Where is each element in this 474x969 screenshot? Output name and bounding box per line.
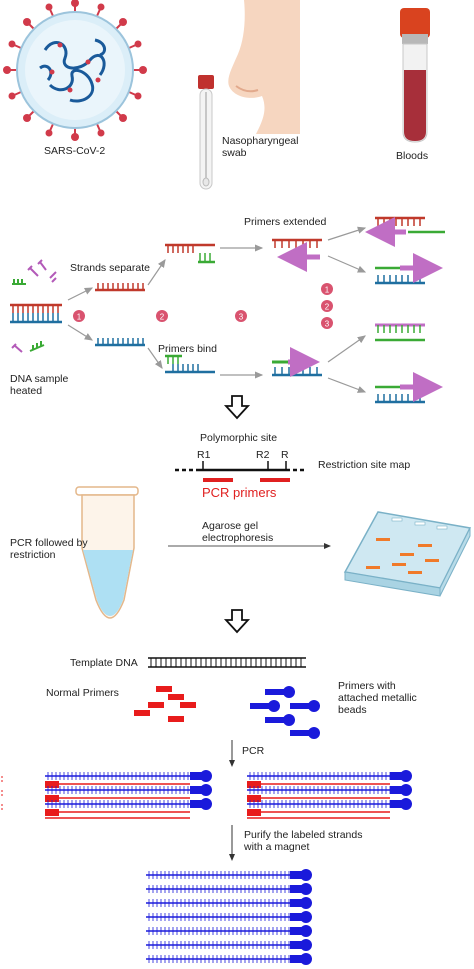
svg-text:1: 1 — [77, 313, 82, 322]
r3-label: R — [281, 449, 289, 461]
normal-primers-label: Normal Primers — [46, 687, 119, 699]
pcr-primers-label: PCR primers — [202, 485, 277, 500]
purified-labeled-strands — [146, 869, 312, 965]
purify-label-line1: Purify the labeled strands — [244, 829, 363, 841]
svg-text:2: 2 — [325, 303, 330, 312]
labeled-strand — [146, 939, 312, 951]
heated-label-line1: DNA sample — [10, 373, 69, 385]
primer-bound-red — [165, 243, 215, 264]
labeled-strand — [146, 953, 312, 965]
microcentrifuge-tube-icon — [75, 486, 139, 619]
face-profile-icon — [228, 0, 300, 134]
template-dna-ladder — [148, 657, 306, 668]
labeled-strand — [146, 897, 312, 909]
free-primers-icon — [11, 259, 57, 353]
product-3 — [375, 323, 425, 342]
svg-text:3: 3 — [239, 313, 244, 322]
strands-separate-label: Strands separate — [70, 262, 150, 274]
pcr-restriction-line1: PCR followed by — [10, 537, 88, 549]
step-circle-2: 2 — [156, 310, 168, 322]
normal-primers-icon — [134, 686, 196, 722]
bead-primers-line1: Primers with — [338, 680, 396, 692]
labeled-strand — [146, 911, 312, 923]
primer-bound-blue — [165, 354, 215, 374]
process-arrows — [67, 226, 367, 393]
primers-extended-label: Primers extended — [244, 216, 327, 228]
restriction-site-map — [175, 461, 305, 482]
product-2 — [375, 253, 443, 285]
separated-blue-strand — [95, 338, 145, 347]
virus-icon — [3, 0, 147, 141]
down-arrow-icon — [223, 395, 251, 420]
bead-primers-line2: attached metallic — [338, 692, 417, 704]
product-1 — [365, 216, 445, 247]
bead-primers-line3: beads — [338, 704, 367, 716]
gel-label-line2: electrophoresis — [202, 532, 274, 544]
svg-text:3: 3 — [325, 320, 330, 329]
pcr-restriction-line2: restriction — [10, 549, 56, 561]
pcr-product-group-1 — [45, 770, 212, 819]
labeled-strand — [146, 883, 312, 895]
extending-strand-top — [272, 238, 322, 272]
purify-label-line2: with a magnet — [244, 841, 310, 853]
extending-strand-bottom — [272, 347, 322, 377]
swab-label-line1: Nasopharyngeal — [222, 135, 299, 147]
down-arrow-icon — [223, 609, 251, 634]
swab-label-line2: swab — [222, 147, 247, 159]
bead-primers-icon — [250, 686, 320, 739]
separated-red-strand — [95, 283, 145, 292]
restriction-map-label: Restriction site map — [318, 459, 411, 471]
virus-label: SARS-CoV-2 — [44, 145, 106, 157]
r1-label: R1 — [197, 449, 211, 461]
svg-text:1: 1 — [325, 286, 330, 295]
gel-label-line1: Agarose gel — [202, 520, 259, 532]
primers-bind-label: Primers bind — [158, 343, 217, 355]
gel-tray-icon — [343, 511, 472, 597]
blood-label: Bloods — [396, 150, 429, 162]
dna-double-strand — [10, 303, 62, 324]
pcr-product-groups — [1, 770, 412, 819]
product-4 — [375, 372, 443, 404]
heated-label-line2: heated — [10, 385, 43, 397]
swab-tube-icon — [198, 75, 214, 190]
step-circle-1: 1 — [73, 310, 85, 322]
template-dna-label: Template DNA — [70, 657, 138, 669]
pcr-label: PCR — [242, 745, 265, 757]
pcr-product-group-2 — [247, 770, 412, 819]
step-circle-3: 3 — [235, 310, 247, 322]
r2-label: R2 — [256, 449, 270, 461]
labeled-strand — [146, 925, 312, 937]
svg-text:2: 2 — [160, 313, 165, 322]
labeled-strand — [146, 869, 312, 881]
blood-tube-icon — [400, 8, 430, 143]
step-stack: 1 2 3 — [321, 283, 333, 329]
polymorphic-site-label: Polymorphic site — [200, 432, 278, 444]
